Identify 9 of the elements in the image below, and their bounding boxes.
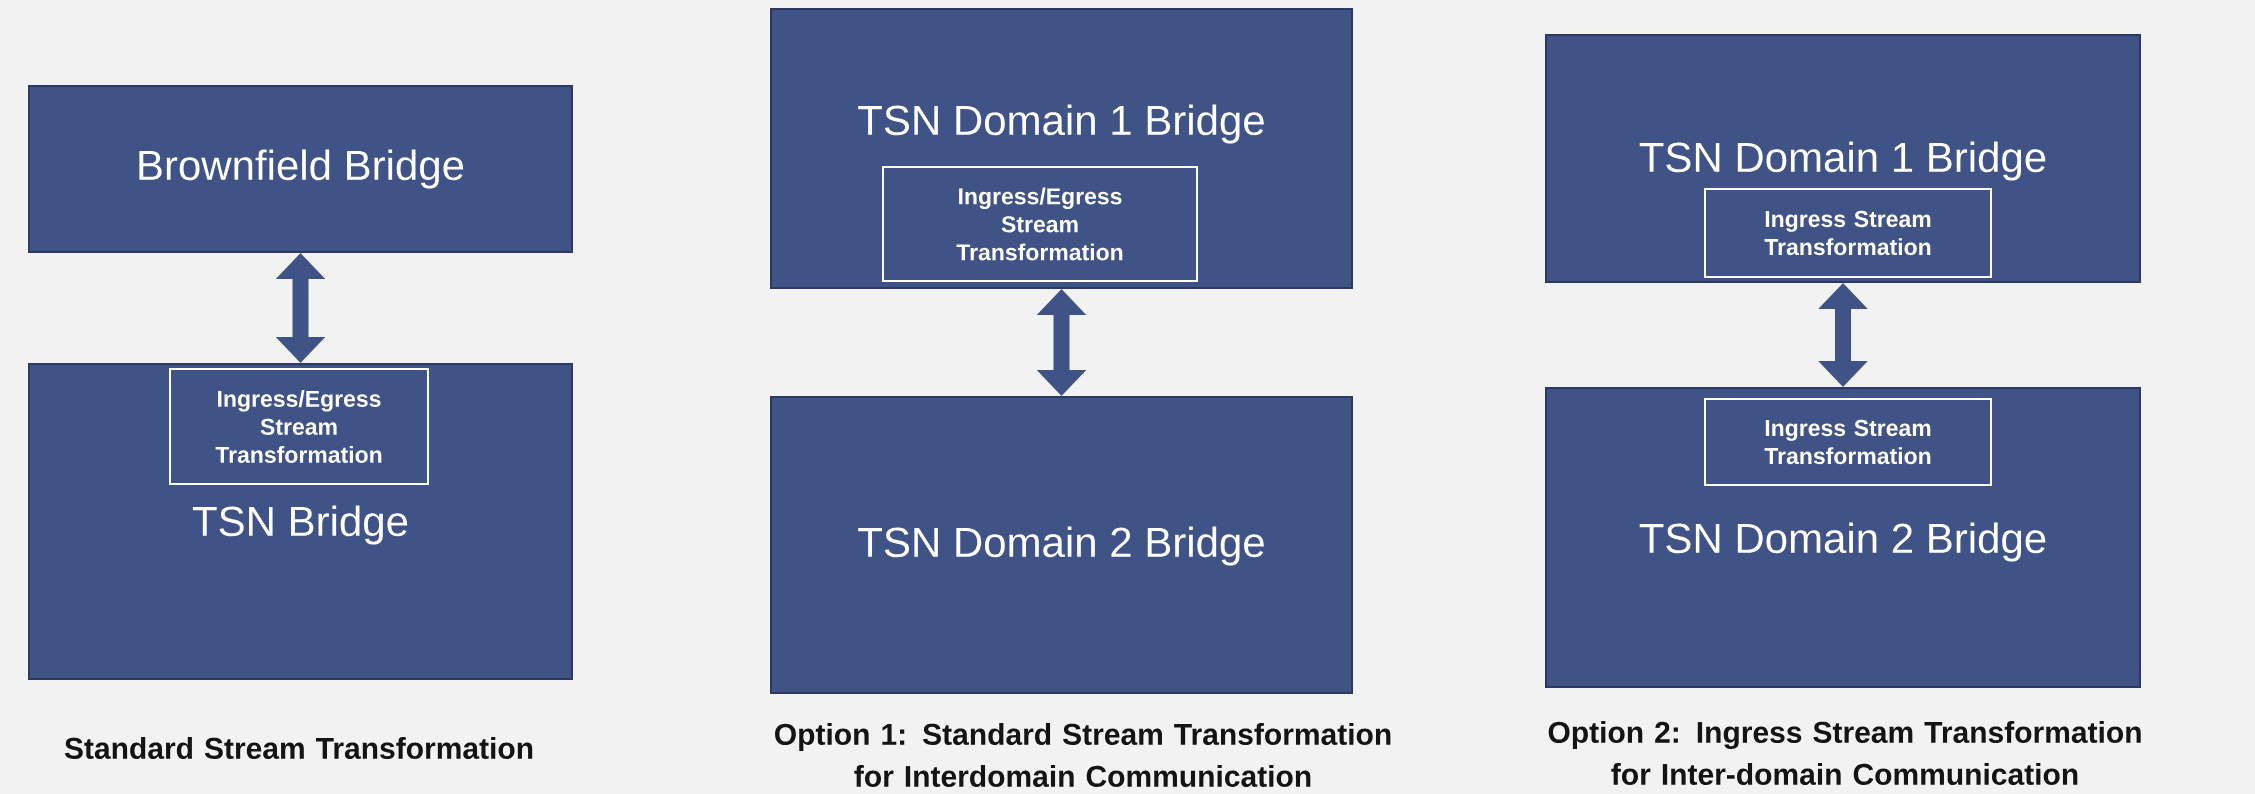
transformation-box: Ingress Stream Transformation <box>1704 188 1992 278</box>
caption: Option 2: Ingress Stream Transformation for Inter-domain Communication <box>1548 721 2141 785</box>
transformation-box: Ingress Stream Transformation <box>1704 398 1992 486</box>
bridge-box: TSN Domain 2 Bridge <box>770 396 1353 694</box>
transformation-box: Ingress/Egress Stream Transformation <box>882 166 1198 282</box>
transformation-box: Ingress/Egress Stream Transformation <box>169 368 429 485</box>
caption: Standard Stream Transformation <box>64 737 533 759</box>
bridge-box: Brownfield Bridge <box>28 85 573 253</box>
caption: Option 1: Standard Stream Transformation for Interdomain Communication <box>775 723 1391 787</box>
